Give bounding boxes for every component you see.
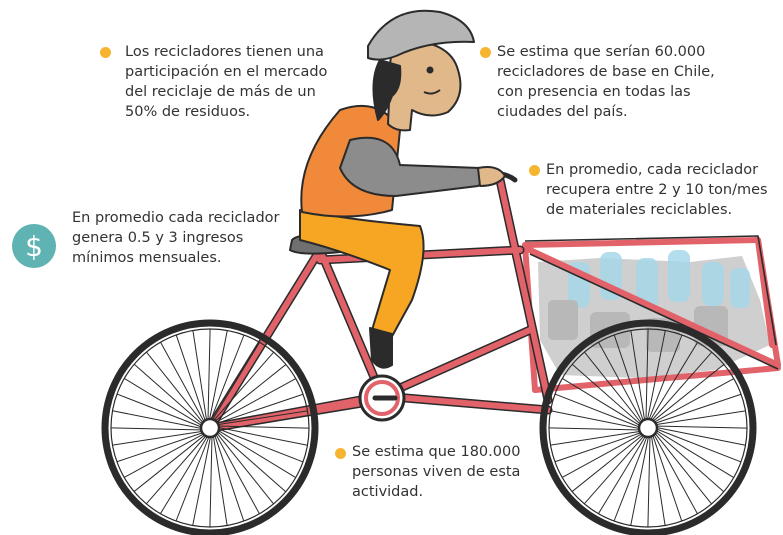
rider-pants [299,209,425,341]
fact-count-chile: Se estima que serían 60.000 recicladores… [497,44,715,120]
fact-market-share: Los recicladores tienen una participació… [125,44,328,120]
dollar-coin-icon: $ [12,224,56,268]
rider-mouth [423,89,441,95]
rider-cap [367,9,475,61]
rider-hand [477,166,506,187]
fact-income: En promedio cada reciclador genera 0.5 y… [72,210,280,266]
front-wheel [539,319,757,535]
bullet-icon [335,448,346,459]
fact-tonnage: En promedio, cada reciclador recupera en… [546,162,768,218]
pedal-crank [358,374,406,422]
rider-shoe [369,327,393,369]
bullet-icon [100,47,111,58]
rider-hair [372,59,402,121]
rider-eye [426,66,434,74]
rear-wheel [101,319,319,535]
fact-dependents: Se estima que 180.000 personas viven de … [352,444,521,500]
rider [299,9,506,369]
bullet-icon [529,165,540,176]
rider-sleeve [339,136,484,197]
bullet-icon [480,47,491,58]
cargo-frame-outline [524,235,779,370]
